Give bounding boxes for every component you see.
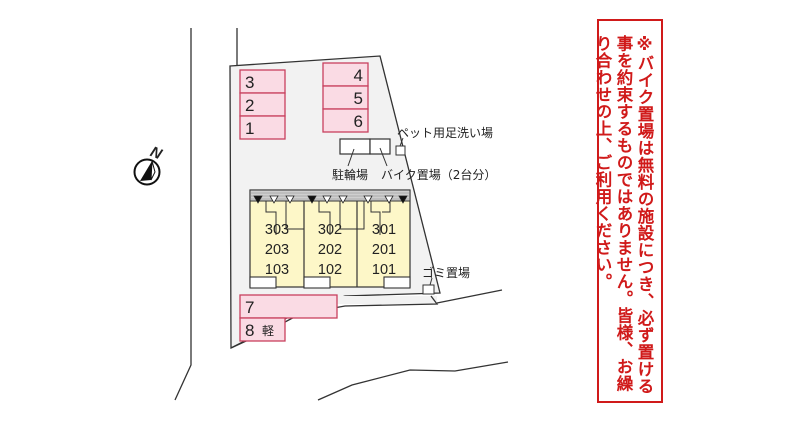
building: 303 203 103 302 202 102 301 201 101 [249, 189, 411, 289]
unit-102: 102 [318, 262, 342, 278]
notice-text: ※バイク置場は無料の施設につき、必ず置ける事を約束するものではありません。皆様、… [593, 35, 654, 395]
parking-space-6 [322, 108, 369, 133]
parking-label-6: 6 [354, 112, 363, 131]
unit-301: 301 [372, 222, 396, 238]
parking-bottom: 7 8 軽 [239, 294, 338, 342]
notice-box: ※バイク置場は無料の施設につき、必ず置ける事を約束するものではありません。皆様、… [593, 19, 663, 403]
parking-space-7 [239, 294, 338, 319]
parking-label-7: 7 [245, 298, 254, 317]
bicycle-parking-label: 駐輪場 [332, 167, 368, 182]
unit-101: 101 [372, 262, 396, 278]
unit-103: 103 [265, 262, 289, 278]
unit-201: 201 [372, 242, 396, 258]
door-markers [253, 195, 408, 204]
parking-left-column: 3 2 1 [239, 69, 286, 140]
parking-label-2: 2 [245, 96, 254, 115]
pet-wash-area: ペット用足洗い場 [395, 126, 493, 156]
parking-right-column: 4 5 6 [322, 62, 369, 133]
compass: N [133, 143, 165, 186]
unit-302: 302 [318, 222, 342, 238]
parking-label-4: 4 [354, 66, 363, 85]
parking-label-1: 1 [245, 119, 254, 138]
boundary-line [436, 289, 503, 304]
corridor [249, 189, 411, 202]
parking-label-8: 8 [245, 321, 254, 340]
unit-202: 202 [318, 242, 342, 258]
parking-space-8 [239, 317, 286, 342]
unit-203: 203 [265, 242, 289, 258]
kei-car-note: 軽 [262, 324, 274, 338]
garbage-label: ゴミ置場 [422, 265, 470, 280]
garbage-area: ゴミ置場 [422, 265, 470, 295]
parking-space-1 [239, 115, 286, 140]
bike-parking-label: バイク置場（2台分） [381, 167, 496, 182]
parking-label-5: 5 [354, 89, 363, 108]
pet-wash-label: ペット用足洗い場 [397, 126, 493, 140]
bicycle-parking: 駐輪場 バイク置場（2台分） [332, 138, 496, 182]
parking-label-3: 3 [245, 73, 254, 92]
road-lines [174, 28, 509, 401]
unit-303: 303 [265, 222, 289, 238]
